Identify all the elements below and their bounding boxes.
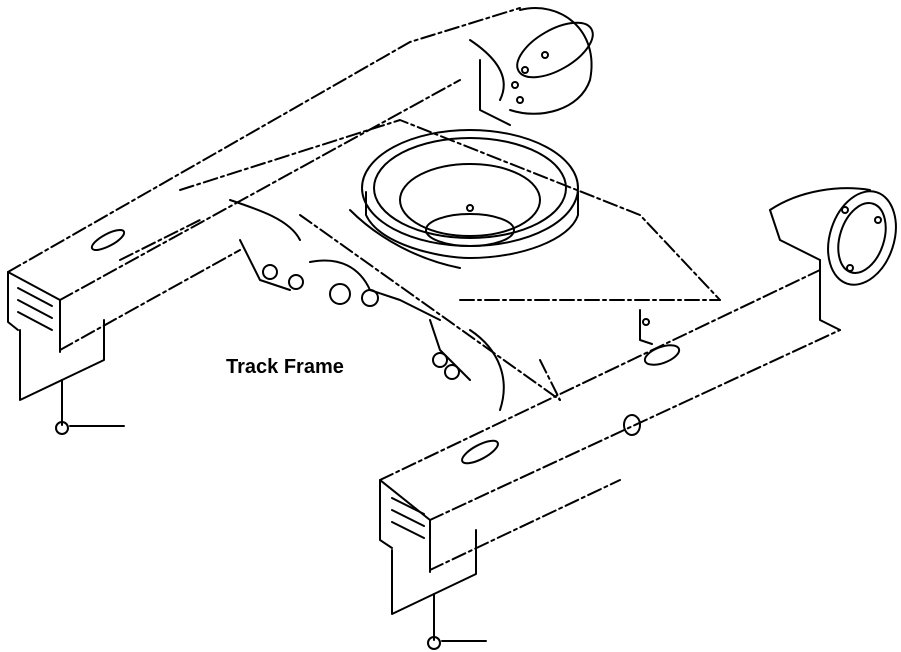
diagram-title: Track Frame [226, 356, 344, 378]
callout-left [19, 319, 125, 435]
swing-circle [361, 129, 579, 259]
right-track-rail [379, 269, 841, 573]
rear-idler-housing [469, 7, 594, 126]
front-idler-housing [769, 187, 897, 331]
center-lugs [229, 199, 505, 411]
center-body [179, 119, 721, 401]
callout-right [391, 529, 487, 650]
left-track-rail [7, 7, 521, 353]
